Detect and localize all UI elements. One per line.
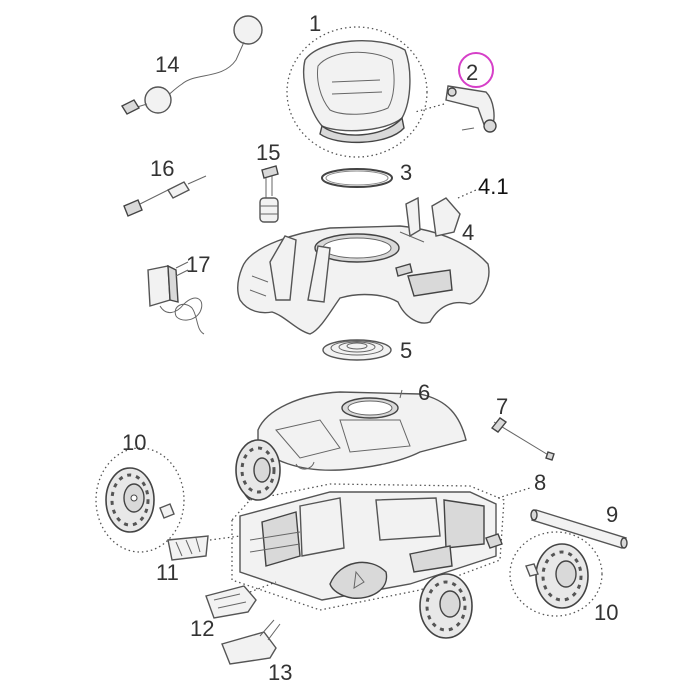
label-8: 7	[496, 394, 508, 419]
chassis-front-wheel	[419, 573, 473, 639]
label-5: 5	[400, 338, 412, 363]
part-15-float-cable	[120, 15, 263, 115]
part-14-flap	[221, 619, 281, 665]
part-11-wheel	[95, 447, 185, 553]
label-1: 1	[309, 11, 321, 36]
label-2: 2	[466, 60, 478, 85]
label-12: 11	[156, 560, 179, 585]
part-13-brush-bar	[205, 581, 277, 619]
label-4-1: 4.1	[478, 174, 509, 199]
part-3-seal-ring	[321, 168, 393, 188]
chassis-rear-wheel	[235, 439, 281, 501]
part-16-swivel	[259, 165, 279, 223]
part-12-side-brush	[167, 535, 241, 561]
label-13: 12	[190, 616, 214, 641]
part-7-chassis	[231, 461, 531, 611]
part-4-hood	[237, 189, 490, 335]
label-7: 8	[534, 470, 546, 495]
label-9: 9	[606, 502, 618, 527]
label-6: 6	[418, 380, 430, 405]
part-17-connector-cable	[123, 175, 207, 217]
part-8-impeller-shaft	[490, 417, 555, 461]
label-3: 3	[400, 160, 412, 185]
part-2-bracket	[414, 85, 497, 133]
label-11: 10	[122, 430, 146, 455]
label-14: 13	[268, 660, 292, 685]
label-17: 16	[150, 156, 174, 181]
part-1-top-cover	[286, 26, 428, 158]
label-4: 4	[462, 220, 474, 245]
part-10-wheel	[509, 531, 603, 617]
highlight-ring	[458, 52, 494, 88]
label-18: 17	[186, 252, 210, 277]
part-18-power-supply	[147, 261, 205, 335]
label-15: 14	[155, 52, 179, 77]
part-9-axle	[530, 509, 628, 549]
part-6-upper-body	[257, 389, 467, 471]
label-10: 10	[594, 600, 618, 625]
label-16: 15	[256, 140, 280, 165]
part-5-filter-disc	[322, 339, 392, 361]
